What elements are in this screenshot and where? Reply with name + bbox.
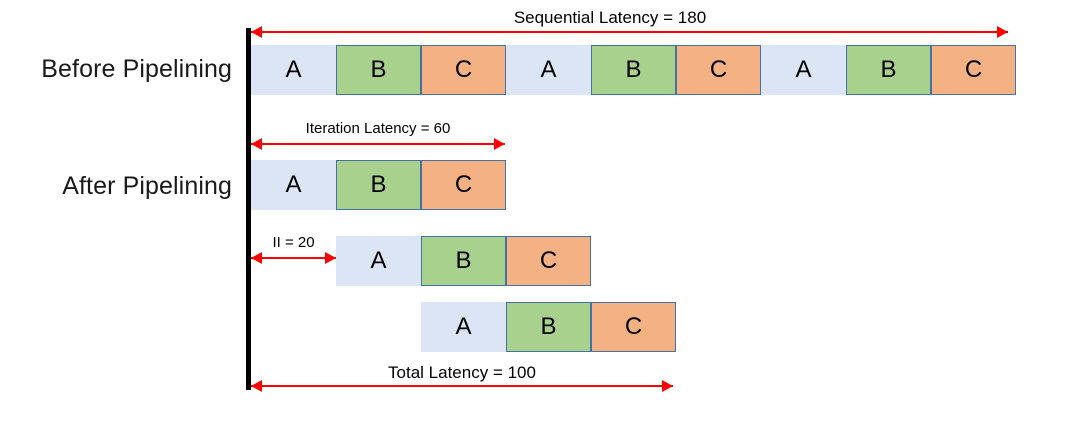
block-stage-a: A — [336, 236, 421, 286]
arrow-head-left-icon — [251, 138, 262, 150]
block-stage-c: C — [421, 45, 506, 95]
block-stage-b: B — [336, 45, 421, 95]
arrow-shaft — [251, 143, 505, 145]
arrow-head-right-icon — [997, 26, 1008, 38]
block-stage-b: B — [336, 160, 421, 210]
block-stage-a: A — [421, 302, 506, 352]
arrow-head-right-icon — [662, 380, 673, 392]
arrow-head-left-icon — [251, 26, 262, 38]
block-stage-b: B — [846, 45, 931, 95]
arrow-shaft — [251, 31, 1008, 33]
pipelined-row-3: A B C — [421, 302, 676, 352]
total-latency-arrow — [251, 380, 673, 392]
block-stage-c: C — [421, 160, 506, 210]
block-stage-c: C — [506, 236, 591, 286]
sequential-row: A B C A B C A B C — [251, 45, 1016, 95]
block-stage-a: A — [251, 45, 336, 95]
pipelined-row-2: A B C — [336, 236, 591, 286]
block-stage-a: A — [761, 45, 846, 95]
row-label-before-pipelining: Before Pipelining — [41, 55, 232, 83]
sequential-latency-arrow — [251, 26, 1008, 38]
block-stage-a: A — [506, 45, 591, 95]
block-stage-a: A — [251, 160, 336, 210]
block-stage-b: B — [506, 302, 591, 352]
arrow-head-right-icon — [494, 138, 505, 150]
arrow-shaft — [251, 385, 673, 387]
iteration-latency-arrow — [251, 138, 505, 150]
sequential-latency-label: Sequential Latency = 180 — [513, 8, 707, 27]
block-stage-b: B — [591, 45, 676, 95]
block-stage-c: C — [676, 45, 761, 95]
initiation-interval-arrow — [251, 252, 336, 264]
arrow-shaft — [251, 257, 336, 259]
arrow-head-right-icon — [325, 252, 336, 264]
row-label-after-pipelining: After Pipelining — [62, 172, 232, 200]
arrow-head-left-icon — [251, 252, 262, 264]
block-stage-c: C — [931, 45, 1016, 95]
arrow-head-left-icon — [251, 380, 262, 392]
iteration-latency-label: Iteration Latency = 60 — [305, 120, 451, 137]
block-stage-b: B — [421, 236, 506, 286]
initiation-interval-label: II = 20 — [272, 234, 315, 251]
time-origin-axis — [246, 28, 251, 390]
total-latency-label: Total Latency = 100 — [388, 363, 536, 382]
pipelined-row-1: A B C — [251, 160, 506, 210]
block-stage-c: C — [591, 302, 676, 352]
